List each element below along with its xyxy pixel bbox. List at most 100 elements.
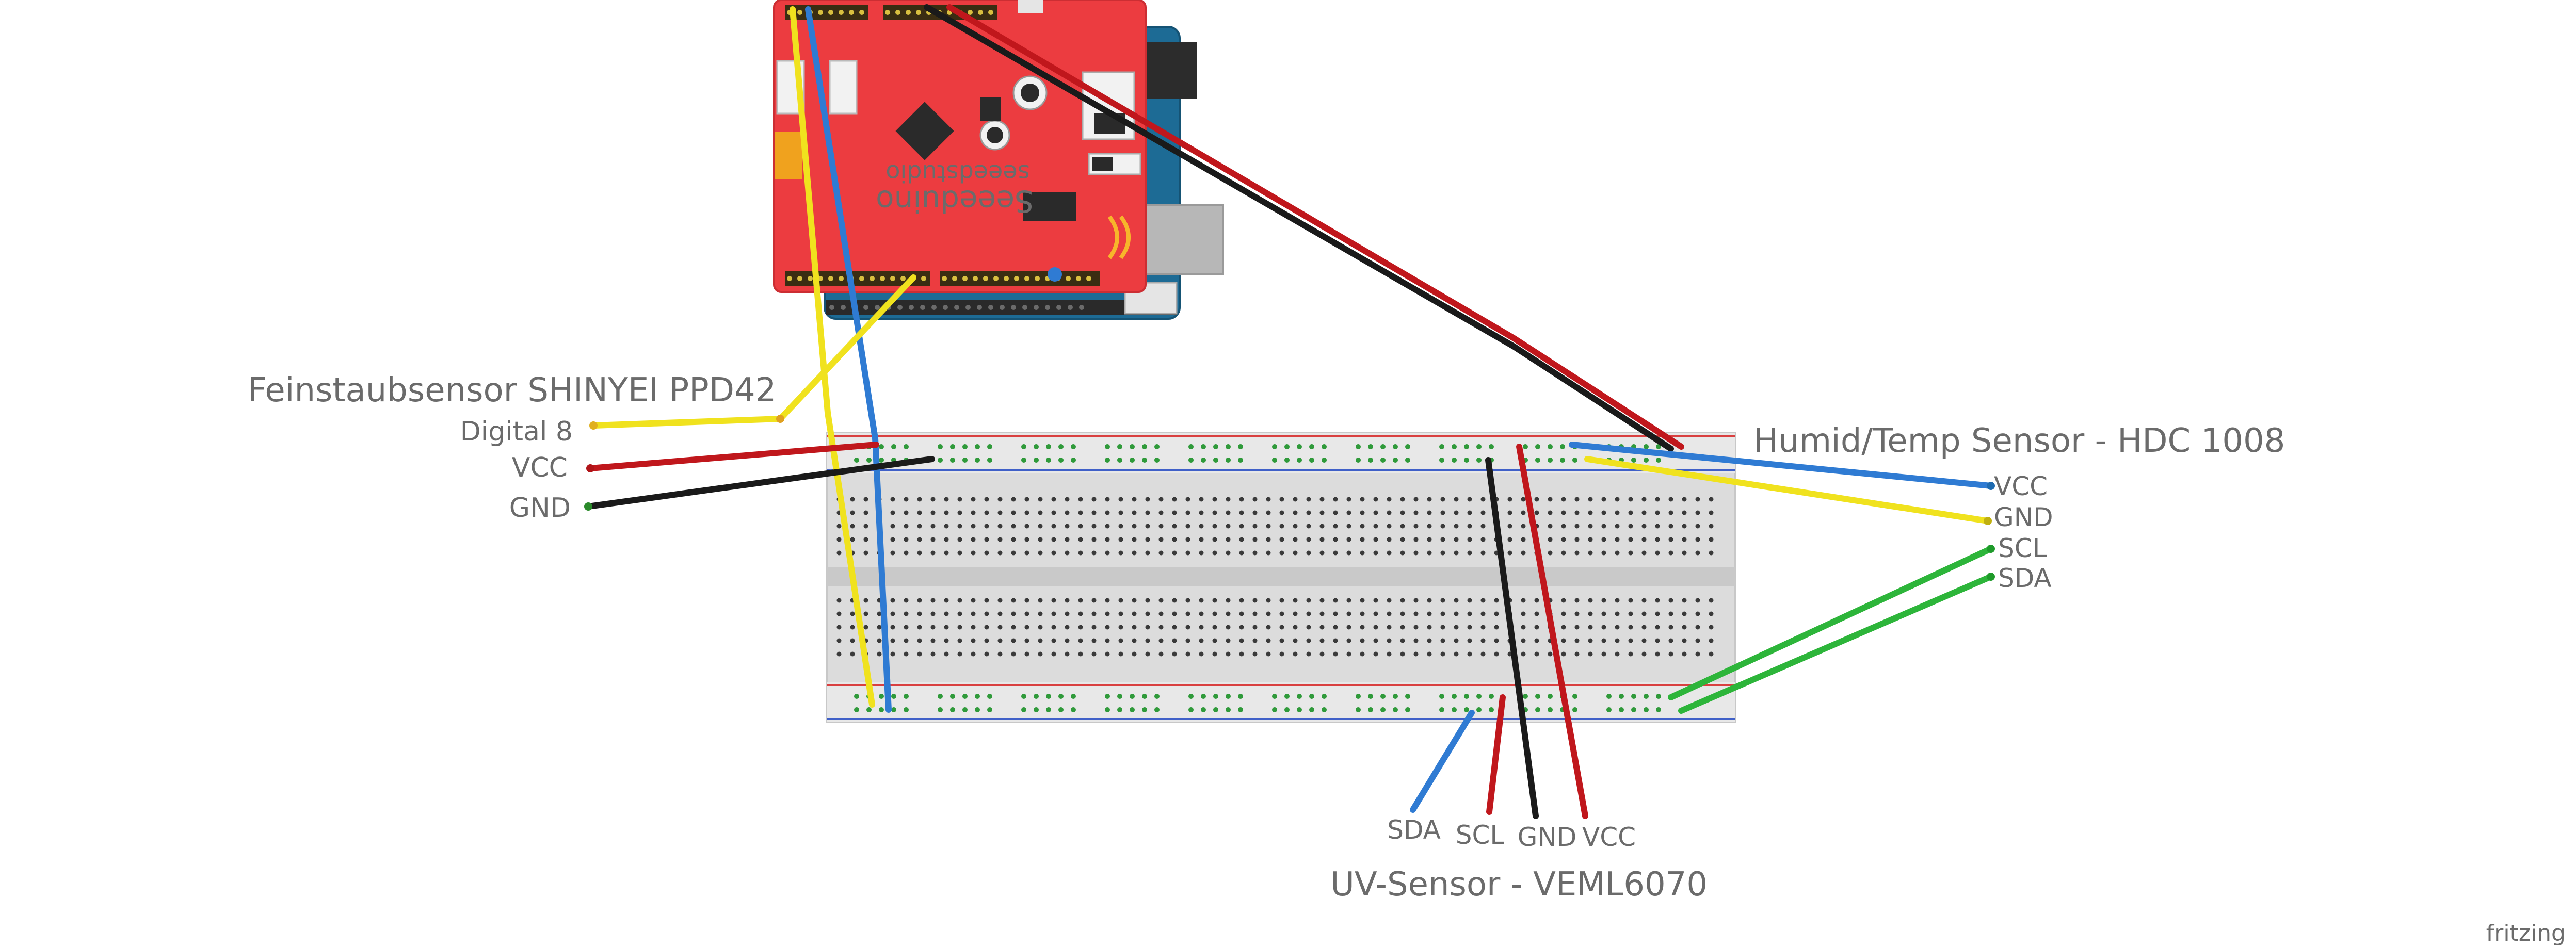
breadboard-hole: [904, 550, 909, 556]
breadboard-hole: [836, 598, 842, 603]
breadboard-hole: [1024, 524, 1029, 529]
breadboard-hole: [1279, 598, 1284, 603]
feinstaub-sensor-title: Feinstaubsensor SHINYEI PPD42: [248, 371, 776, 410]
breadboard-hole: [1601, 524, 1606, 529]
rail-hole: [1644, 694, 1649, 699]
feinstaub-sensor-labels: Feinstaubsensor SHINYEI PPD42 Digital 8 …: [248, 371, 776, 524]
breadboard-hole: [863, 625, 868, 630]
rail-hole: [891, 444, 896, 449]
rail-hole: [1644, 444, 1649, 449]
breadboard-hole: [997, 537, 1003, 542]
breadboard-hole: [1480, 497, 1486, 502]
header-pin: [859, 276, 864, 281]
breadboard-hole: [1266, 497, 1271, 502]
rail-hole: [904, 694, 909, 699]
breadboard-hole: [1561, 638, 1566, 643]
breadboard-hole: [1226, 524, 1231, 529]
breadboard-hole: [1387, 638, 1392, 643]
rail-hole: [1058, 694, 1064, 699]
breadboard-hole: [836, 550, 842, 556]
breadboard-hole: [1601, 651, 1606, 657]
breadboard-hole: [1078, 550, 1083, 556]
breadboard-hole: [1333, 524, 1338, 529]
breadboard-hole: [1226, 510, 1231, 515]
button-component: [1018, 0, 1043, 13]
breadboard-hole: [890, 638, 895, 643]
breadboard-hole: [944, 625, 949, 630]
breadboard-hole: [1212, 625, 1217, 630]
breadboard-hole: [1413, 550, 1419, 556]
breadboard-hole: [1172, 625, 1177, 630]
breadboard-hole: [1239, 510, 1244, 515]
breadboard-hole: [1454, 524, 1459, 529]
breadboard-hole: [1574, 625, 1580, 630]
rail-hole: [1130, 458, 1135, 463]
humid-sensor-labels: Humid/Temp Sensor - HDC 1008 VCC GND SCL…: [1753, 422, 2285, 593]
breadboard-hole: [1306, 611, 1311, 616]
breadboard-hole: [1266, 598, 1271, 603]
breadboard-hole: [984, 598, 989, 603]
breadboard-hole: [1413, 638, 1419, 643]
wire-gnd-board-to-humid-sensor: [924, 4, 1674, 452]
rail-hole: [1142, 458, 1147, 463]
breadboard-hole: [1145, 651, 1150, 657]
breadboard-hole: [930, 638, 936, 643]
breadboard-hole: [1709, 524, 1714, 529]
breadboard-hole: [1682, 651, 1687, 657]
top-power-rail: [827, 433, 1735, 474]
rail-hole: [1380, 694, 1386, 699]
breadboard-hole: [890, 625, 895, 630]
header-pin: [1034, 305, 1039, 310]
breadboard-hole: [1480, 524, 1486, 529]
breadboard-hole: [1480, 625, 1486, 630]
breadboard-hole: [1682, 638, 1687, 643]
breadboard-hole: [1293, 625, 1298, 630]
breadboard-hole: [1132, 524, 1137, 529]
breadboard-hole: [1641, 651, 1647, 657]
breadboard-hole: [1293, 598, 1298, 603]
rail-hole: [1644, 458, 1649, 463]
breadboard-hole: [1132, 611, 1137, 616]
breadboard-hole: [1078, 510, 1083, 515]
breadboard-hole: [1078, 638, 1083, 643]
header-pin: [942, 276, 947, 281]
breadboard-hole: [1091, 510, 1097, 515]
rail-hole: [879, 458, 884, 463]
breadboard-hole: [1024, 550, 1029, 556]
breadboard-hole: [1709, 510, 1714, 515]
breadboard-hole: [1601, 510, 1606, 515]
breadboard-hole: [836, 537, 842, 542]
breadboard-hole: [1480, 638, 1486, 643]
wire-i2c-board-to-breadboard: [805, 6, 892, 713]
breadboard-hole: [1065, 651, 1070, 657]
breadboard-hole: [1226, 638, 1231, 643]
breadboard-hole: [1279, 550, 1284, 556]
header-pin: [954, 305, 959, 310]
breadboard-hole: [1306, 537, 1311, 542]
breadboard-hole: [1373, 550, 1378, 556]
breadboard-hole: [1172, 537, 1177, 542]
rail-hole: [1476, 444, 1482, 449]
breadboard-hole: [1011, 598, 1016, 603]
breadboard-hole: [1601, 611, 1606, 616]
rail-hole: [1439, 444, 1444, 449]
breadboard-hole: [1279, 651, 1284, 657]
rail-hole: [938, 458, 943, 463]
header-pin: [1056, 305, 1061, 310]
rail-hole: [962, 458, 968, 463]
breadboard-hole: [917, 611, 922, 616]
breadboard-hole: [1172, 651, 1177, 657]
breadboard-hole: [930, 537, 936, 542]
breadboard-hole: [1158, 510, 1164, 515]
breadboard-hole: [1548, 550, 1553, 556]
breadboard-hole: [1051, 537, 1056, 542]
rail-hole: [1656, 694, 1661, 699]
breadboard-hole: [1360, 497, 1365, 502]
breadboard-hole: [1400, 625, 1405, 630]
rail-hole: [962, 707, 968, 712]
breadboard-hole: [1199, 638, 1204, 643]
breadboard-hole: [917, 537, 922, 542]
rail-hole: [1071, 694, 1076, 699]
rail-hole: [1284, 694, 1290, 699]
header-pin: [977, 305, 982, 310]
